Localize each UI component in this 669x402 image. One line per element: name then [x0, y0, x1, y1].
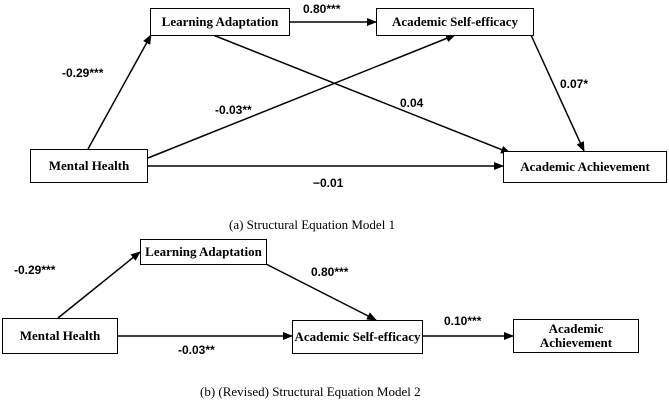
m1-arrow-mh-ase	[147, 34, 456, 159]
m1-coef-mh-ase: -0.03**	[215, 103, 252, 117]
m1-node-academic-achievement: Academic Achievement	[503, 151, 667, 183]
m1-coef-mh-aa: −0.01	[313, 176, 344, 190]
m1-node-mental-health: Mental Health	[30, 149, 148, 183]
m2-arrow-mh-la	[57, 251, 141, 319]
m2-node-learning-adaptation-label: Learning Adaptation	[145, 244, 262, 259]
m1-coef-la-ase: 0.80***	[303, 2, 341, 16]
m1-arrow-mh-la	[87, 34, 152, 150]
m1-coef-ase-aa: 0.07*	[560, 77, 589, 91]
m1-node-academic-self-efficacy: Academic Self-efficacy	[376, 8, 534, 36]
m1-node-mental-health-label: Mental Health	[48, 158, 130, 173]
m2-coef-ase-aa: 0.10***	[444, 314, 482, 328]
m2-node-academic-achievement: Academic Achievement	[513, 319, 639, 353]
m2-coef-la-ase: 0.80***	[311, 265, 349, 279]
m1-caption: (a) Structural Equation Model 1	[229, 217, 396, 232]
m2-node-academic-achievement-label-line1: Academic	[548, 321, 604, 336]
m2-node-academic-achievement-label-line2: Achievement	[539, 335, 613, 350]
m2-node-learning-adaptation: Learning Adaptation	[140, 239, 267, 265]
m2-arrow-la-ase	[265, 263, 377, 321]
m1-coef-mh-la: -0.29***	[62, 66, 104, 80]
m2-coef-mh-ase: -0.03**	[178, 343, 215, 357]
m1-node-learning-adaptation: Learning Adaptation	[150, 8, 290, 36]
m2-caption: (b) (Revised) Structural Equation Model …	[200, 384, 421, 399]
m1-node-academic-self-efficacy-label: Academic Self-efficacy	[392, 14, 518, 29]
m2-node-academic-self-efficacy-label: Academic Self-efficacy	[294, 329, 421, 344]
m1-coef-la-aa: 0.04	[400, 96, 424, 110]
m1-arrow-ase-aa	[530, 34, 585, 152]
m1-node-learning-adaptation-label: Learning Adaptation	[161, 14, 279, 29]
m1-node-academic-achievement-label: Academic Achievement	[520, 159, 650, 174]
m2-coef-mh-la: -0.29***	[14, 263, 56, 277]
m2-node-mental-health-label: Mental Health	[19, 328, 101, 343]
m2-node-academic-self-efficacy: Academic Self-efficacy	[292, 320, 423, 354]
m1-arrow-la-aa	[212, 34, 511, 154]
m2-node-mental-health: Mental Health	[2, 318, 118, 354]
